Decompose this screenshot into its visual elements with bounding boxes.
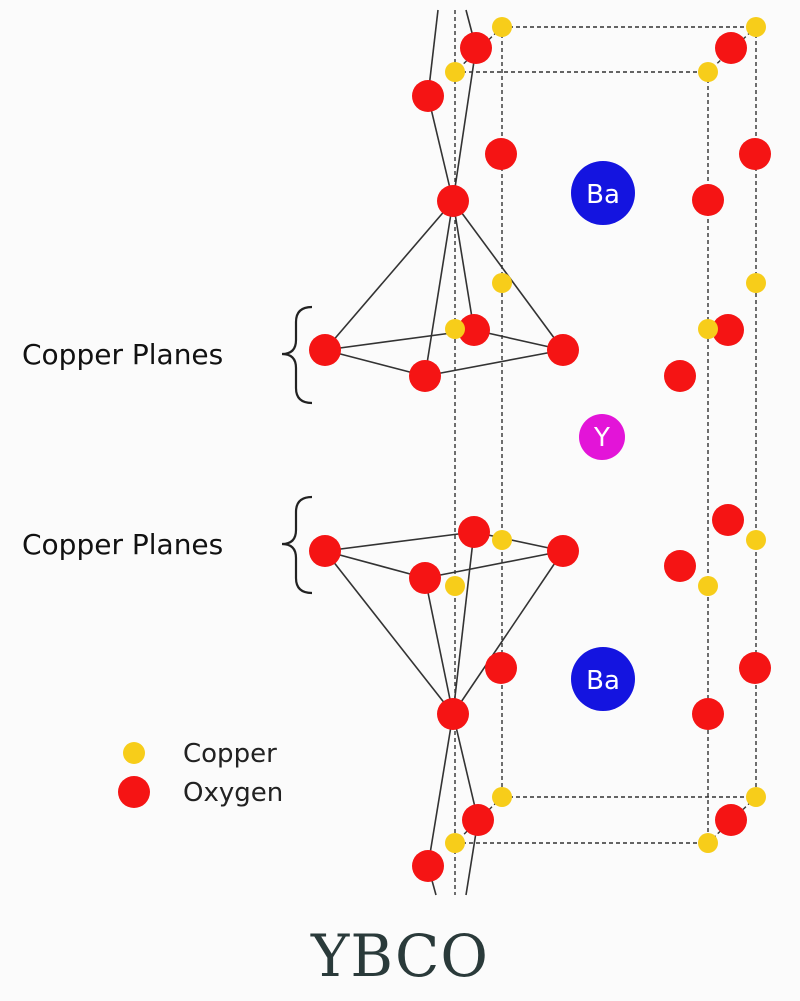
oxygen-atom (715, 804, 747, 836)
copper-atom (698, 576, 718, 596)
yttrium-atom: Y (579, 414, 625, 460)
copper-atom (746, 273, 766, 293)
legend-copper-label: Copper (183, 739, 277, 769)
copper-atom (698, 833, 718, 853)
oxygen-atom (739, 138, 771, 170)
copper-atom (698, 62, 718, 82)
barium-label-lower: Ba (586, 666, 620, 696)
legend-oxygen-label: Oxygen (183, 778, 283, 808)
copper-atom (445, 576, 465, 596)
copper-planes-annotation-lower: Copper Planes (22, 495, 313, 595)
oxygen-atom (409, 360, 441, 392)
copper-atoms (445, 17, 766, 853)
copper-atom (746, 530, 766, 550)
oxygen-atom (664, 360, 696, 392)
copper-atom (746, 787, 766, 807)
copper-atom (445, 62, 465, 82)
oxygen-atom (712, 504, 744, 536)
oxygen-atom (437, 185, 469, 217)
oxygen-atom (309, 334, 341, 366)
diagram-title: YBCO (311, 922, 489, 990)
oxygen-atom (547, 535, 579, 567)
barium-label-upper: Ba (586, 180, 620, 210)
ybco-crystal-structure-diagram: Ba Ba Y (22, 9, 771, 896)
copper-atom (746, 17, 766, 37)
barium-atom-lower: Ba (571, 647, 635, 711)
copper-atom (492, 17, 512, 37)
oxygen-atoms (309, 32, 771, 882)
copper-atom (445, 833, 465, 853)
copper-atom (698, 319, 718, 339)
curly-brace-icon (281, 305, 313, 405)
curly-brace-icon (281, 495, 313, 595)
oxygen-atom (458, 516, 490, 548)
oxygen-atom (309, 535, 341, 567)
bond-edges (324, 9, 564, 896)
oxygen-atom (547, 334, 579, 366)
oxygen-atom (692, 184, 724, 216)
legend: Copper Oxygen (118, 739, 283, 808)
oxygen-atom (412, 850, 444, 882)
oxygen-atom (664, 550, 696, 582)
oxygen-atom (409, 562, 441, 594)
copper-atom (492, 273, 512, 293)
yttrium-label: Y (593, 423, 610, 453)
oxygen-atom (485, 138, 517, 170)
oxygen-atom (437, 698, 469, 730)
copper-atom (492, 787, 512, 807)
oxygen-atom (739, 652, 771, 684)
oxygen-atom (460, 32, 492, 64)
copper-planes-label-lower: Copper Planes (22, 528, 223, 561)
legend-oxygen-swatch (118, 776, 150, 808)
oxygen-atom (715, 32, 747, 64)
legend-copper-swatch (123, 742, 145, 764)
oxygen-atom (485, 652, 517, 684)
copper-atom (492, 530, 512, 550)
barium-atom-upper: Ba (571, 161, 635, 225)
oxygen-atom (458, 314, 490, 346)
oxygen-atom (412, 80, 444, 112)
copper-planes-annotation-upper: Copper Planes (22, 305, 313, 405)
oxygen-atom (712, 314, 744, 346)
copper-planes-label-upper: Copper Planes (22, 338, 223, 371)
oxygen-atom (692, 698, 724, 730)
oxygen-atom (462, 804, 494, 836)
copper-atom (445, 319, 465, 339)
